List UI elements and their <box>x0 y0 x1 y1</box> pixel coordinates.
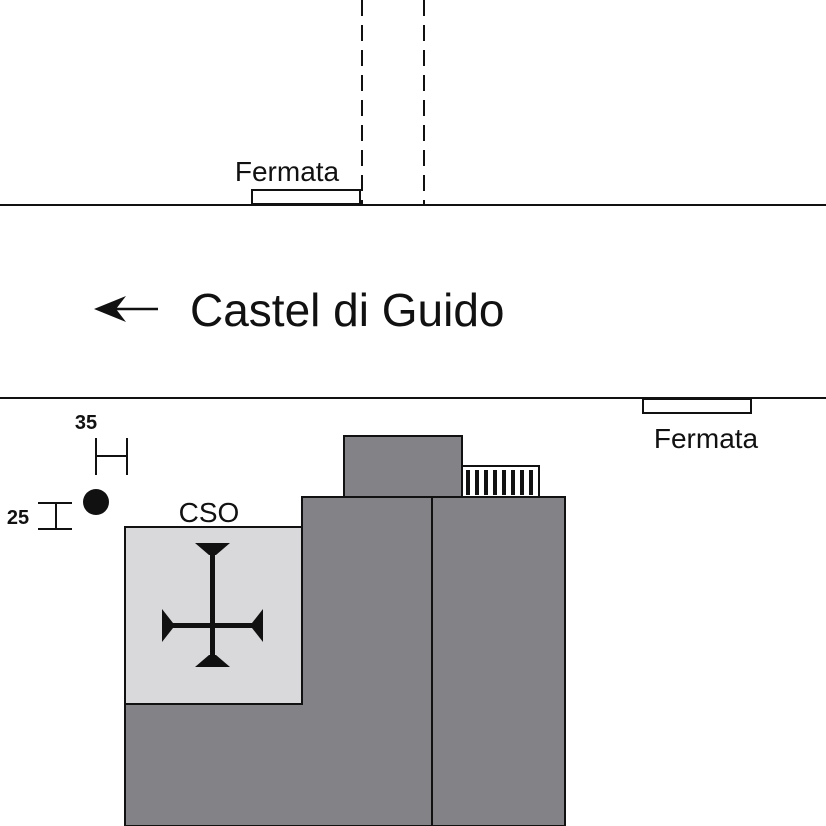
cso-label: CSO <box>179 497 240 528</box>
bus-stop-bottom-label: Fermata <box>654 423 759 454</box>
bus-stop-top <box>251 189 361 205</box>
cross-pattee-icon <box>162 543 263 667</box>
dot-marker-icon <box>83 489 109 515</box>
dimension-vertical <box>38 502 72 530</box>
steps <box>461 465 540 498</box>
bus-stop-bottom <box>642 398 752 414</box>
dimension-vertical-label: 25 <box>7 507 29 529</box>
arrow-left-icon <box>94 296 158 322</box>
dimension-horizontal-label: 35 <box>75 412 97 434</box>
dimension-horizontal <box>95 438 128 475</box>
street-name: Castel di Guido <box>190 284 505 336</box>
building-tower <box>343 435 463 498</box>
bus-stop-top-label: Fermata <box>235 156 340 187</box>
